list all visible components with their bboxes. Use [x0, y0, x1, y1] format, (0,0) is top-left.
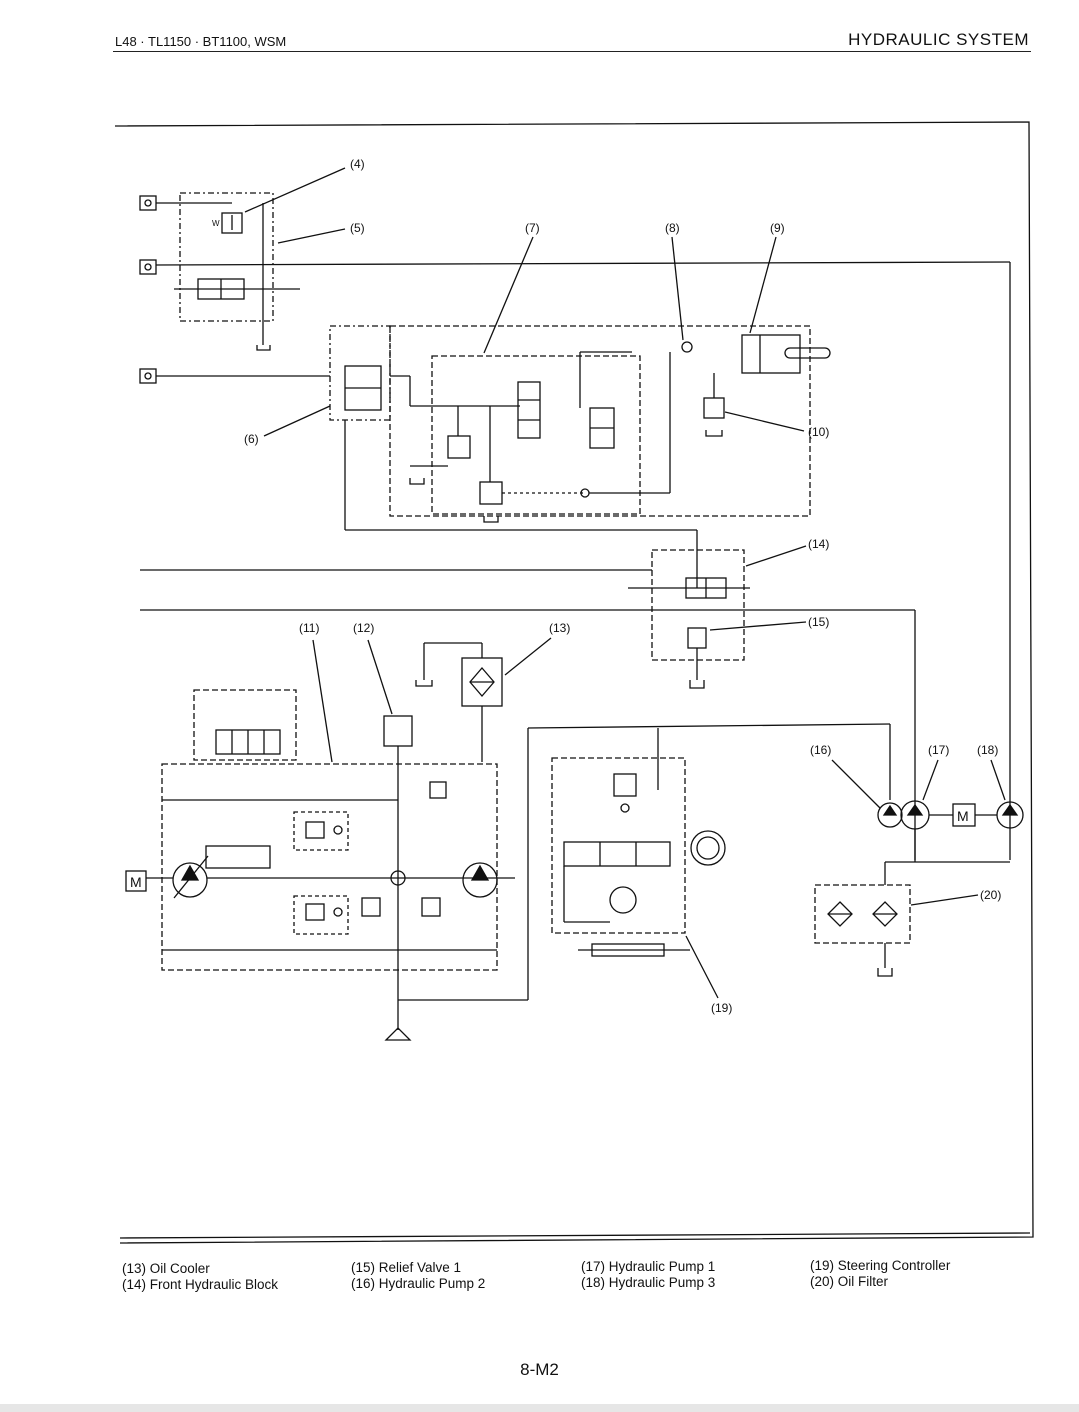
- callout-16: (16): [810, 743, 831, 757]
- legend-item: (19) Steering Controller: [810, 1258, 951, 1273]
- callout-7: (7): [525, 221, 540, 235]
- callout-15: (15): [808, 615, 829, 629]
- valve-block-4-5: [179, 192, 274, 322]
- header-rule: [113, 51, 1031, 52]
- steering-controller: [551, 757, 686, 934]
- legend-column-1: (13) Oil Cooler (14) Front Hydraulic Blo…: [122, 1261, 278, 1293]
- bottom-scroll-edge: [0, 1404, 1079, 1412]
- callout-4: (4): [350, 157, 365, 171]
- legend-column-3: (17) Hydraulic Pump 1 (18) Hydraulic Pum…: [581, 1259, 715, 1291]
- diagram-frame: [114, 121, 1034, 1244]
- motor-symbol-right: M: [957, 808, 969, 824]
- callout-13: (13): [549, 621, 570, 635]
- callout-18: (18): [977, 743, 998, 757]
- callout-9: (9): [770, 221, 785, 235]
- callout-10: (10): [808, 425, 829, 439]
- callout-17: (17): [928, 743, 949, 757]
- legend-item: (14) Front Hydraulic Block: [122, 1277, 279, 1292]
- callout-14: (14): [808, 537, 829, 551]
- callout-12: (12): [353, 621, 374, 635]
- legend-column-2: (15) Relief Valve 1 (16) Hydraulic Pump …: [351, 1260, 485, 1292]
- oil-filter: [814, 884, 911, 944]
- legend-item: (16) Hydraulic Pump 2: [351, 1276, 486, 1291]
- spring-symbol: W: [212, 219, 220, 228]
- callout-5: (5): [350, 221, 365, 235]
- callout-8: (8): [665, 221, 680, 235]
- valve-block-7: [431, 355, 641, 515]
- main-pump-block: [161, 763, 498, 971]
- motor-symbol-left: M: [130, 874, 142, 890]
- header-section-title: HYDRAULIC SYSTEM: [848, 30, 1029, 49]
- front-hydraulic-block: [651, 549, 745, 661]
- header-models: L48 · TL1150 · BT1100, WSM: [115, 34, 287, 49]
- callout-20: (20): [980, 888, 1001, 902]
- legend-item: (13) Oil Cooler: [122, 1261, 210, 1276]
- legend-item: (20) Oil Filter: [810, 1274, 889, 1289]
- callout-6: (6): [244, 432, 259, 446]
- legend-item: (15) Relief Valve 1: [351, 1260, 462, 1275]
- legend-item: (17) Hydraulic Pump 1: [581, 1259, 716, 1274]
- page-number: 8-M2: [520, 1360, 559, 1379]
- callout-19: (19): [711, 1001, 732, 1015]
- legend-item: (18) Hydraulic Pump 3: [581, 1275, 716, 1290]
- callout-11: (11): [299, 621, 319, 635]
- legend-column-4: (19) Steering Controller (20) Oil Filter: [810, 1258, 950, 1290]
